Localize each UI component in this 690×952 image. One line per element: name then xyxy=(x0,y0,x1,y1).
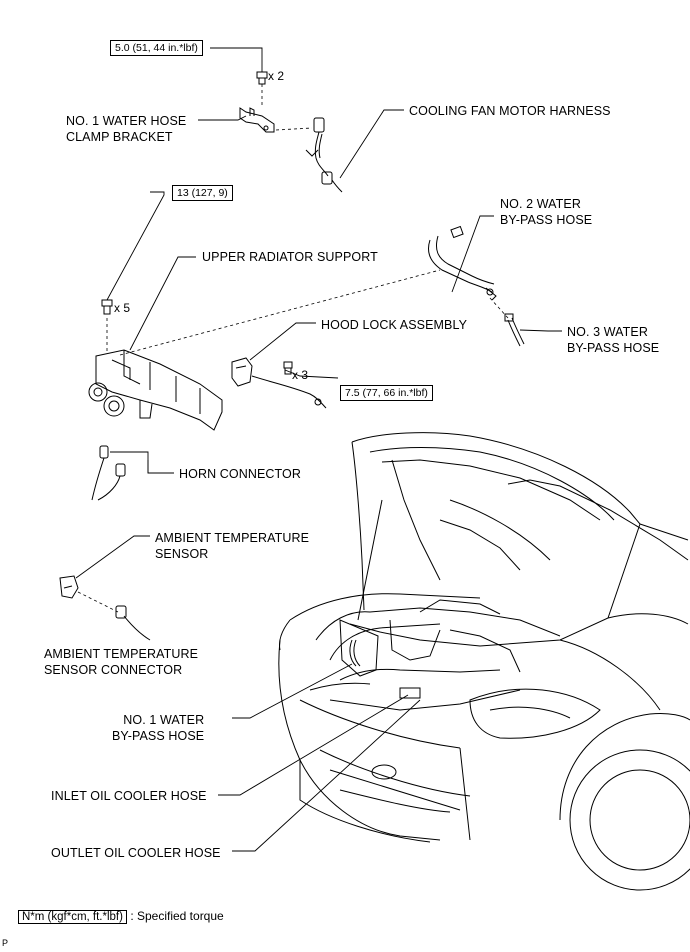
no2-hose-part xyxy=(428,225,497,301)
horn-connector-part xyxy=(91,445,126,501)
vehicle-illustration xyxy=(278,432,690,891)
bolt-qty-1: x 2 xyxy=(268,69,285,83)
figure-code: P xyxy=(2,938,9,948)
bolt-qty-2: x 5 xyxy=(114,301,131,315)
upper-radiator-support-part xyxy=(88,349,223,431)
label-outlet-oil-hose: OUTLET OIL COOLER HOSE xyxy=(51,846,221,860)
label-no2-hose: NO. 2 WATER BY-PASS HOSE xyxy=(500,197,593,227)
dashed-lines xyxy=(77,84,509,613)
label-no3-hose: NO. 3 WATER BY-PASS HOSE xyxy=(567,325,660,355)
leader-lines xyxy=(75,47,562,852)
torque-box-3: 7.5 (77, 66 in.*lbf) xyxy=(340,385,433,401)
ambient-sensor-part xyxy=(59,575,151,641)
label-fan-harness: COOLING FAN MOTOR HARNESS xyxy=(409,104,611,118)
label-ambient-connector: AMBIENT TEMPERATURE SENSOR CONNECTOR xyxy=(44,647,199,677)
bolt-icon-2 xyxy=(101,299,113,315)
label-ambient-sensor: AMBIENT TEMPERATURE SENSOR xyxy=(155,531,310,561)
label-hood-lock: HOOD LOCK ASSEMBLY xyxy=(321,318,468,332)
bolt-icon-3 xyxy=(283,361,293,375)
no3-hose-part xyxy=(504,313,525,347)
hood-lock-part xyxy=(231,357,327,409)
legend-text: : Specified torque xyxy=(130,909,224,923)
label-inlet-oil-hose: INLET OIL COOLER HOSE xyxy=(51,789,207,803)
label-no1-hose: NO. 1 WATER BY-PASS HOSE xyxy=(112,713,205,743)
label-horn-connector: HORN CONNECTOR xyxy=(179,467,302,481)
label-clamp-bracket: NO. 1 WATER HOSE CLAMP BRACKET xyxy=(66,114,187,144)
bolt-icon-1 xyxy=(256,71,268,85)
legend: N*m (kgf*cm, ft.*lbf) : Specified torque xyxy=(18,908,224,925)
clamp-bracket-part xyxy=(239,107,275,133)
torque-box-1: 5.0 (51, 44 in.*lbf) xyxy=(110,40,203,56)
label-upper-support: UPPER RADIATOR SUPPORT xyxy=(202,250,378,264)
bolt-qty-3: x 3 xyxy=(292,368,309,382)
torque-box-2: 13 (127, 9) xyxy=(172,185,233,201)
fan-harness-part xyxy=(305,117,343,193)
legend-torque-box: N*m (kgf*cm, ft.*lbf) xyxy=(18,910,127,924)
